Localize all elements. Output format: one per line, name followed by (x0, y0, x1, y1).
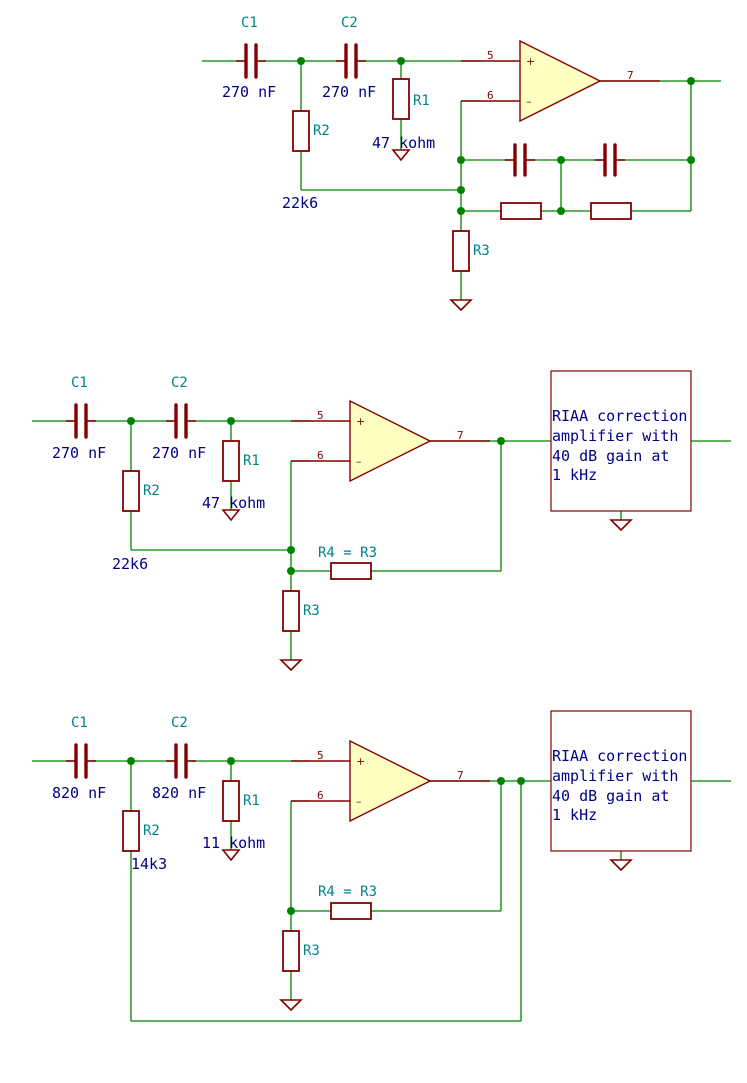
pin-6-label: 6 (317, 789, 324, 802)
resistor-r1 (222, 780, 240, 822)
schematic-3: + – C1 820 nF C2 820 nF R1 11 kohm R2 14… (32, 710, 731, 1022)
riaa-block-line-1: RIAA correction (552, 407, 687, 425)
opamp-plus-sign: + (526, 55, 535, 68)
r3-ref-label: R3 (303, 603, 320, 619)
opamp (349, 739, 432, 823)
r2-value-label: 14k3 (131, 855, 167, 873)
opamp-minus-sign: – (356, 795, 362, 808)
ground-symbol (449, 299, 473, 312)
riaa-block-line-4: 1 kHz (552, 466, 597, 484)
pin-7-label: 7 (627, 69, 634, 82)
pin-5-label: 5 (317, 749, 324, 762)
schematic-1: + – C1 270 nF C2 270 nF R1 47 kohm R2 22… (202, 15, 721, 312)
pin-7-label: 7 (457, 769, 464, 782)
c1-ref-label: C1 (241, 15, 258, 31)
opamp-plus-sign: + (356, 755, 365, 768)
c1-value-label: 270 nF (52, 444, 106, 462)
ground-symbol (609, 519, 633, 532)
r4-ref-label: R4 = R3 (318, 884, 377, 900)
resistor-r4 (330, 562, 372, 580)
resistor-r2 (292, 110, 310, 152)
riaa-block-line-3: 40 dB gain at (552, 447, 669, 465)
riaa-block-line-3: 40 dB gain at (552, 787, 669, 805)
riaa-block-line-2: amplifier with (552, 427, 678, 445)
riaa-block-line-2: amplifier with (552, 767, 678, 785)
capacitor-c2 (166, 403, 196, 439)
resistor-r1 (392, 78, 410, 120)
opamp (349, 399, 432, 483)
r1-ref-label: R1 (413, 93, 430, 109)
pin-6-label: 6 (317, 449, 324, 462)
ground-symbol (279, 659, 303, 672)
ground-symbol (609, 859, 633, 872)
resistor-r3 (452, 230, 470, 272)
resistor-r2 (122, 470, 140, 512)
c2-value-label: 270 nF (152, 444, 206, 462)
capacitor-c1 (236, 43, 266, 79)
riaa-block-line-4: 1 kHz (552, 806, 597, 824)
capacitor-c1 (66, 743, 96, 779)
ground-symbol (279, 999, 303, 1012)
resistor-r2 (122, 810, 140, 852)
c1-value-label: 820 nF (52, 784, 106, 802)
c2-value-label: 270 nF (322, 83, 376, 101)
r1-value-label: 11 kohm (202, 834, 265, 852)
r3-ref-label: R3 (473, 243, 490, 259)
capacitor-c1 (66, 403, 96, 439)
resistor-r4 (330, 902, 372, 920)
opamp-plus-sign: + (356, 415, 365, 428)
c1-value-label: 270 nF (222, 83, 276, 101)
feedback-resistor-b (590, 202, 632, 220)
pin-6-label: 6 (487, 89, 494, 102)
r3-ref-label: R3 (303, 943, 320, 959)
opamp-minus-sign: – (526, 95, 532, 108)
c2-value-label: 820 nF (152, 784, 206, 802)
pin-5-label: 5 (487, 49, 494, 62)
riaa-amplifier-block (550, 710, 692, 852)
r2-value-label: 22k6 (112, 555, 148, 573)
r4-ref-label: R4 = R3 (318, 545, 377, 561)
riaa-block-line-1: RIAA correction (552, 747, 687, 765)
c1-ref-label: C1 (71, 375, 88, 391)
r2-ref-label: R2 (143, 483, 160, 499)
r2-ref-label: R2 (143, 823, 160, 839)
c2-ref-label: C2 (171, 375, 188, 391)
c1-ref-label: C1 (71, 715, 88, 731)
feedback-capacitor-b (595, 143, 625, 177)
r1-value-label: 47 kohm (372, 134, 435, 152)
resistor-r3 (282, 930, 300, 972)
r1-ref-label: R1 (243, 453, 260, 469)
r2-ref-label: R2 (313, 123, 330, 139)
ground-symbol (221, 849, 241, 862)
resistor-r3 (282, 590, 300, 632)
opamp (519, 39, 602, 123)
r1-ref-label: R1 (243, 793, 260, 809)
r1-value-label: 47 kohm (202, 494, 265, 512)
feedback-capacitor-a (505, 143, 535, 177)
junction-dots (127, 417, 505, 575)
c2-ref-label: C2 (341, 15, 358, 31)
ground-symbol (221, 509, 241, 522)
junction-dots (297, 57, 695, 215)
schematic-2: + – C1 270 nF C2 270 nF R1 47 kohm R2 22… (32, 370, 731, 672)
pin-7-label: 7 (457, 429, 464, 442)
resistor-r1 (222, 440, 240, 482)
opamp-minus-sign: – (356, 455, 362, 468)
capacitor-c2 (336, 43, 366, 79)
pin-5-label: 5 (317, 409, 324, 422)
c2-ref-label: C2 (171, 715, 188, 731)
capacitor-c2 (166, 743, 196, 779)
r2-value-label: 22k6 (282, 194, 318, 212)
ground-symbol (391, 149, 411, 162)
feedback-resistor-a (500, 202, 542, 220)
junction-dots (127, 757, 525, 915)
riaa-amplifier-block (550, 370, 692, 512)
